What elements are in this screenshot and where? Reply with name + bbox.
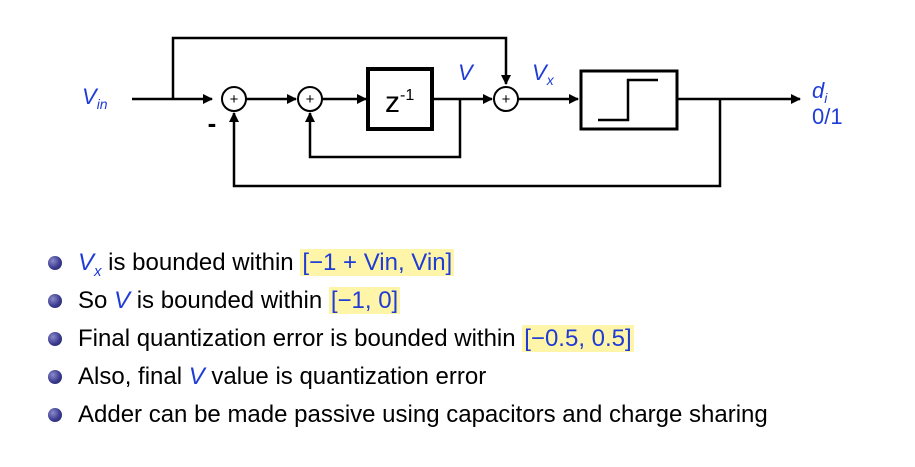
bullet-var: Vx <box>78 249 102 280</box>
bullet-item: Final quantization error is bounded with… <box>40 320 768 358</box>
bullet-item: Vx is bounded within [−1 + Vin, Vin] <box>40 244 768 282</box>
bullet-item: So V is bounded within [−1, 0] <box>40 282 768 320</box>
output-label: di <box>812 78 828 106</box>
bullet-text: is bounded within <box>130 287 329 314</box>
delay-label: z-1 <box>385 86 414 119</box>
outer-feedback-wire <box>229 99 722 188</box>
bullet-var: V <box>188 363 205 390</box>
bullet-icon <box>48 370 62 384</box>
bullet-var: V <box>114 287 131 314</box>
integrator-feedback-wire <box>305 99 462 159</box>
block-diagram: Vin + - + z-1 V + Vx di 0/1 <box>82 36 843 188</box>
step-icon <box>598 78 658 122</box>
adder-1-sign: + <box>230 91 239 108</box>
bullet-item: Adder can be made passive using capacito… <box>40 396 768 434</box>
feedforward-wire <box>171 36 511 99</box>
bullet-icon <box>48 408 62 422</box>
bullet-text: Also, final <box>78 363 189 390</box>
bullet-text: Final quantization error is bounded with… <box>78 325 523 352</box>
bullet-icon <box>48 332 62 346</box>
bullet-item: Also, final V value is quantization erro… <box>40 358 768 396</box>
adder-3-sign: + <box>502 91 511 108</box>
bullet-text: value is quantization error <box>204 363 487 390</box>
output-values: 0/1 <box>812 104 843 129</box>
bullet-highlight: [−1 + Vin, Vin] <box>300 249 455 276</box>
node-v-label: V <box>458 60 475 85</box>
adder-2-sign: + <box>306 91 315 108</box>
bullet-highlight: [−0.5, 0.5] <box>522 325 634 352</box>
bullet-icon <box>48 256 62 270</box>
bullet-text: So <box>78 287 115 314</box>
bullet-highlight: [−1, 0] <box>328 287 401 314</box>
minus-sign: - <box>208 108 217 138</box>
input-label: Vin <box>82 84 108 112</box>
bullet-list: Vx is bounded within [−1 + Vin, Vin] So … <box>40 244 768 434</box>
node-vx-label: Vx <box>532 60 555 88</box>
bullet-text: Adder can be made passive using capacito… <box>78 401 768 428</box>
bullet-icon <box>48 294 62 308</box>
bullet-text: is bounded within <box>101 249 301 276</box>
